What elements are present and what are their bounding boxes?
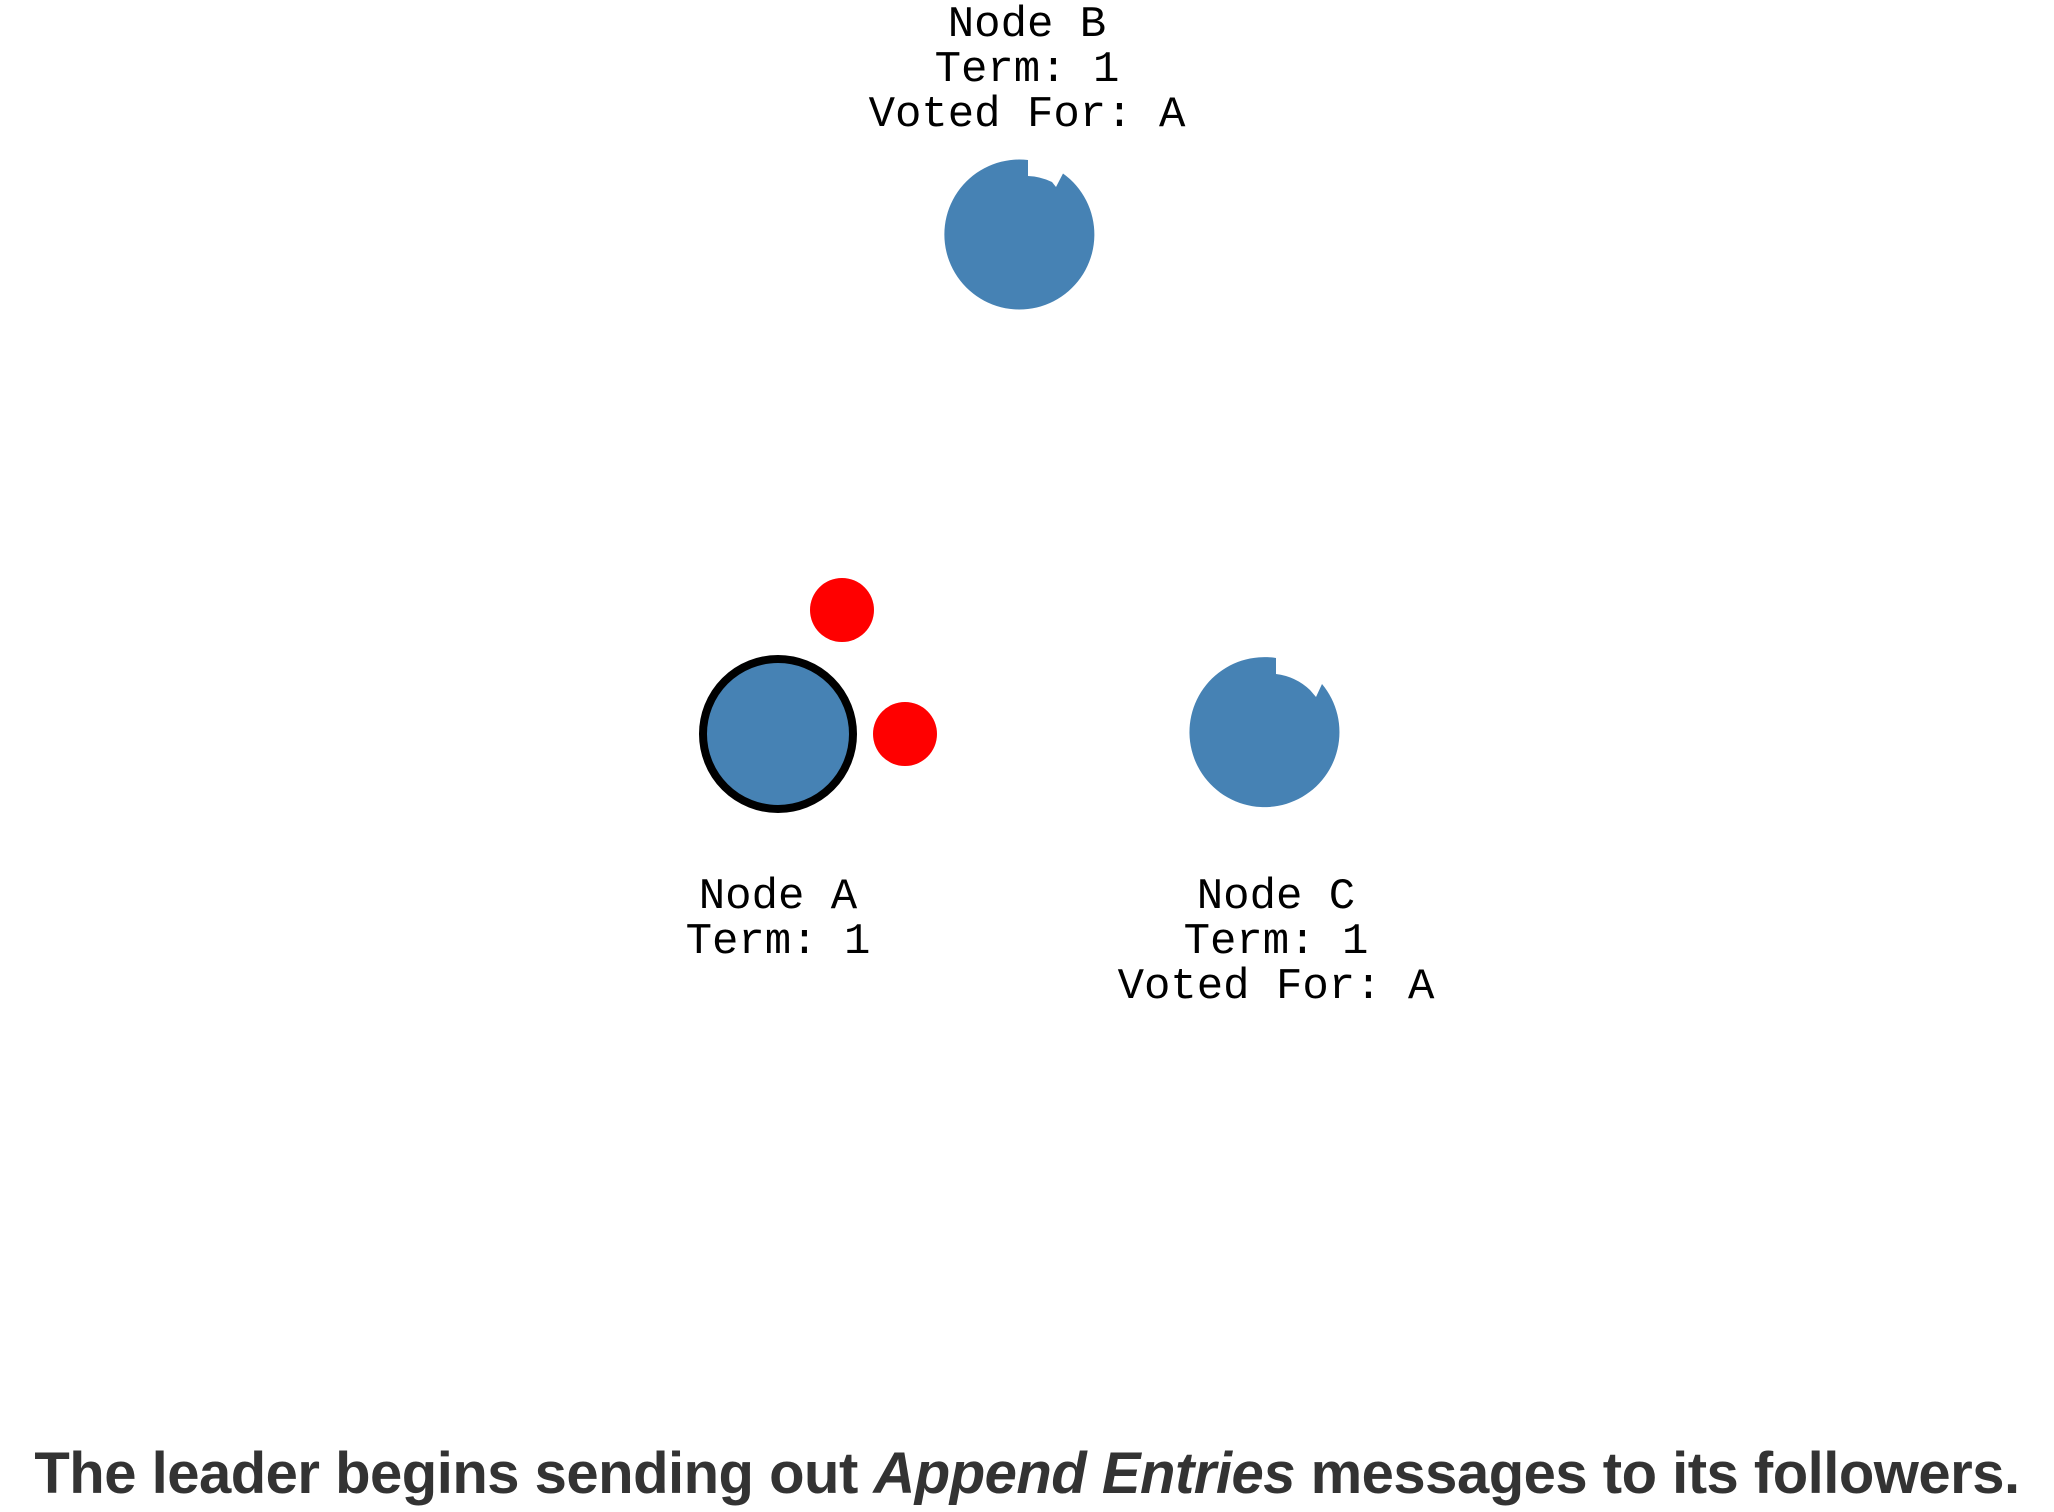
node-b-voted-for: Voted For: A bbox=[869, 90, 1186, 140]
append-entries-message-to-b bbox=[810, 578, 874, 642]
node-c[interactable]: Node C Term: 1 Voted For: A bbox=[1118, 657, 1435, 1012]
caption-emphasis: Append Entries bbox=[873, 1441, 1295, 1506]
node-a-name: Node A bbox=[699, 872, 858, 922]
node-c-voted-for: Voted For: A bbox=[1118, 962, 1435, 1012]
node-c-circle[interactable] bbox=[1189, 657, 1340, 808]
node-b-circle[interactable] bbox=[944, 159, 1095, 310]
node-a[interactable]: Node A Term: 1 bbox=[686, 655, 871, 967]
node-a-circle[interactable] bbox=[699, 655, 857, 813]
caption-before: The leader begins sending out bbox=[34, 1441, 874, 1506]
caption: The leader begins sending out Append Ent… bbox=[0, 1440, 2054, 1507]
append-entries-message-to-c bbox=[873, 702, 937, 766]
node-a-label: Node A Term: 1 bbox=[686, 872, 871, 967]
node-b-name: Node B bbox=[948, 0, 1106, 50]
node-b-label: Node B Term: 1 Voted For: A bbox=[869, 0, 1186, 140]
caption-after: messages to its followers. bbox=[1294, 1441, 2021, 1506]
node-a-term: Term: 1 bbox=[686, 917, 871, 967]
node-b[interactable]: Node B Term: 1 Voted For: A bbox=[869, 0, 1186, 310]
node-c-term: Term: 1 bbox=[1184, 917, 1369, 967]
node-c-label: Node C Term: 1 Voted For: A bbox=[1118, 872, 1435, 1012]
node-b-term: Term: 1 bbox=[935, 45, 1120, 95]
node-c-name: Node C bbox=[1197, 872, 1355, 922]
